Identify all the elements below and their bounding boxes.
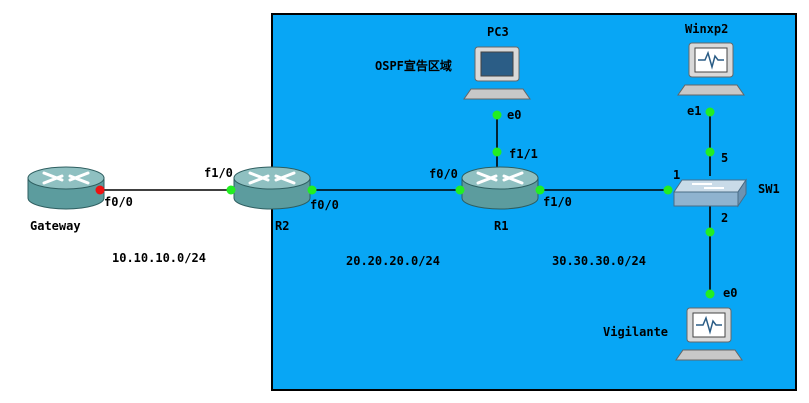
device-label-r2: R2 xyxy=(275,219,289,233)
device-label-gateway: Gateway xyxy=(30,219,81,233)
links-layer xyxy=(100,112,711,294)
port-label-pc3: e0 xyxy=(507,108,521,122)
ospf-area-label: OSPF宣告区域 xyxy=(375,58,452,73)
labels-layer: OSPF宣告区域 Gateway R2 R1 PC3 Winxp2SW1Vigilant… xyxy=(30,22,780,339)
subnet-label-net-10: 10.10.10.0/24 xyxy=(112,251,206,265)
port-status-sw1-1 xyxy=(663,185,673,195)
port-status-vigilante-e0 xyxy=(705,289,715,299)
port-status-r1-f1/0 xyxy=(535,185,545,195)
switch-icon-sw1[interactable] xyxy=(673,178,747,208)
ports-layer xyxy=(95,107,715,299)
subnet-label-net-20: 20.20.20.0/24 xyxy=(346,254,440,268)
device-label-vigilante: Vigilante xyxy=(603,325,668,339)
port-status-r2-f1/0 xyxy=(226,185,236,195)
port-label-r2: f1/0 xyxy=(204,166,233,180)
port-status-sw1-5 xyxy=(705,147,715,157)
port-status-sw1-2 xyxy=(705,227,715,237)
port-label-r1: f1/1 xyxy=(509,147,538,161)
device-label-sw1: SW1 xyxy=(758,182,780,196)
port-label-winxp2: e1 xyxy=(687,104,701,118)
port-status-r1-f1/1 xyxy=(492,147,502,157)
pc-icon-winxp2[interactable] xyxy=(677,42,745,96)
port-status-r2-f0/0 xyxy=(307,185,317,195)
port-label-gateway: f0/0 xyxy=(104,195,133,209)
port-status-gateway-f0/0 xyxy=(95,185,105,195)
device-label-r1: R1 xyxy=(494,219,508,233)
device-label-pc3: PC3 xyxy=(487,25,509,39)
port-label-sw1: 2 xyxy=(721,211,728,225)
pc-icon-pc3[interactable] xyxy=(463,46,531,100)
router-icon-r1[interactable] xyxy=(461,166,539,210)
port-status-pc3-e0 xyxy=(492,110,502,120)
router-icon-r2[interactable] xyxy=(233,166,311,210)
router-icon-gateway[interactable] xyxy=(27,166,105,210)
port-label-vigilante: e0 xyxy=(723,286,737,300)
port-label-r1: f0/0 xyxy=(429,167,458,181)
port-status-winxp2-e1 xyxy=(705,107,715,117)
port-label-r1: f1/0 xyxy=(543,195,572,209)
pc-icon-vigilante[interactable] xyxy=(675,307,743,361)
subnet-label-net-30: 30.30.30.0/24 xyxy=(552,254,646,268)
devices-layer xyxy=(27,42,747,361)
port-label-sw1: 5 xyxy=(721,151,728,165)
port-label-r2: f0/0 xyxy=(310,198,339,212)
port-label-sw1: 1 xyxy=(673,168,680,182)
device-label-winxp2: Winxp2 xyxy=(685,22,728,36)
port-status-r1-f0/0 xyxy=(455,185,465,195)
